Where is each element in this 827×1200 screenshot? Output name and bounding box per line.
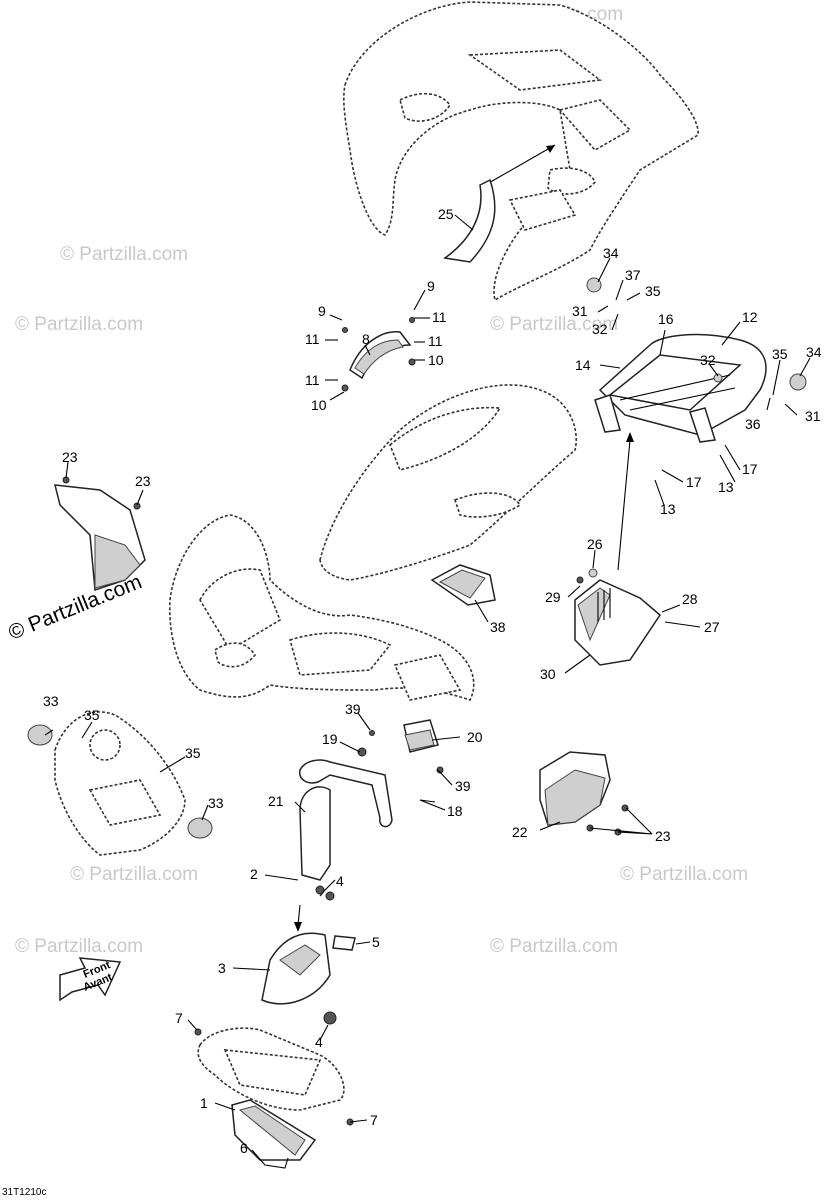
watermark-text: © Partzilla.com <box>490 314 618 335</box>
watermark-text: © Partzilla.com <box>15 936 143 957</box>
front-visor <box>27 711 213 856</box>
callout-16: 16 <box>658 311 674 327</box>
grab-handle <box>341 317 416 392</box>
front-bumper <box>194 1027 354 1161</box>
callout-23: 23 <box>62 449 78 465</box>
callout-4: 4 <box>315 1034 323 1050</box>
part-25-trim <box>443 178 496 263</box>
callout-12: 12 <box>742 309 758 325</box>
callout-13: 13 <box>718 479 734 495</box>
callout-26: 26 <box>587 536 603 552</box>
watermark-text: © Partzilla.com <box>70 864 198 885</box>
callout-9: 9 <box>318 303 326 319</box>
callout-10: 10 <box>428 352 444 368</box>
bracket-38 <box>430 564 496 606</box>
callout-29: 29 <box>545 589 561 605</box>
rear-fender <box>343 1 699 302</box>
callout-7: 7 <box>370 1112 378 1128</box>
callout-9: 9 <box>427 278 435 294</box>
front-fender <box>168 514 475 701</box>
callout-6: 6 <box>240 1140 248 1156</box>
callout-21: 21 <box>268 793 284 809</box>
callout-8: 8 <box>362 331 370 347</box>
callout-33: 33 <box>208 795 224 811</box>
watermark-strong-text: © Partzilla.com <box>5 570 145 644</box>
callout-38: 38 <box>490 619 506 635</box>
callout-11: 11 <box>305 372 320 388</box>
callout-34: 34 <box>806 344 822 360</box>
callout-35: 35 <box>84 707 100 723</box>
callout-37: 37 <box>625 267 641 283</box>
callout-11: 11 <box>305 331 320 347</box>
callout-35: 35 <box>772 346 788 362</box>
callout-17: 17 <box>686 474 702 490</box>
callout-34: 34 <box>603 245 619 261</box>
callout-31: 31 <box>805 408 821 424</box>
rear-rack <box>586 277 807 443</box>
watermark-text: © Partzilla.com <box>620 864 748 885</box>
callout-22: 22 <box>512 824 528 840</box>
callout-1: 1 <box>200 1095 208 1111</box>
front-fender-cover <box>319 384 577 581</box>
callout-13: 13 <box>660 501 676 517</box>
callout-14: 14 <box>575 357 591 373</box>
callout-32: 32 <box>592 321 608 337</box>
callout-23: 23 <box>135 473 151 489</box>
callout-11: 11 <box>428 333 443 349</box>
callout-5: 5 <box>372 934 380 950</box>
figure-code: 31T1210c <box>2 1187 46 1198</box>
bumper-support <box>299 719 444 881</box>
callout-4: 4 <box>336 873 344 889</box>
callout-labels: 25 34 37 35 31 32 9 9 8 11 11 11 11 10 1… <box>43 206 822 1156</box>
callout-33: 33 <box>43 693 59 709</box>
callout-39: 39 <box>455 778 471 794</box>
callout-36: 36 <box>745 416 761 432</box>
right-side-panel <box>539 751 629 836</box>
direction-arrow: Front Avant <box>59 957 122 1002</box>
callout-18: 18 <box>447 803 463 819</box>
callout-27: 27 <box>704 619 720 635</box>
callout-39: 39 <box>345 701 361 717</box>
callout-17: 17 <box>742 461 758 477</box>
callout-32: 32 <box>700 352 716 368</box>
callout-28: 28 <box>682 591 698 607</box>
callout-7: 7 <box>175 1010 183 1026</box>
callout-30: 30 <box>540 666 556 682</box>
bumper-mount <box>261 885 356 1025</box>
callout-35: 35 <box>185 745 201 761</box>
callout-25: 25 <box>438 206 454 222</box>
watermark-text: © Partzilla.com <box>15 314 143 335</box>
storage-box <box>574 568 661 666</box>
callout-2: 2 <box>250 866 258 882</box>
callout-31: 31 <box>572 303 588 319</box>
left-side-panel <box>54 476 146 592</box>
callout-3: 3 <box>218 960 226 976</box>
callout-23: 23 <box>655 828 671 844</box>
callout-20: 20 <box>467 729 483 745</box>
callout-10: 10 <box>311 397 327 413</box>
watermark-text: © Partzilla.com <box>490 936 618 957</box>
callout-19: 19 <box>322 731 338 747</box>
callout-11: 11 <box>432 309 447 325</box>
watermark-text: © Partzilla.com <box>60 244 188 265</box>
callout-35: 35 <box>645 283 661 299</box>
leader-lines <box>44 214 811 1169</box>
